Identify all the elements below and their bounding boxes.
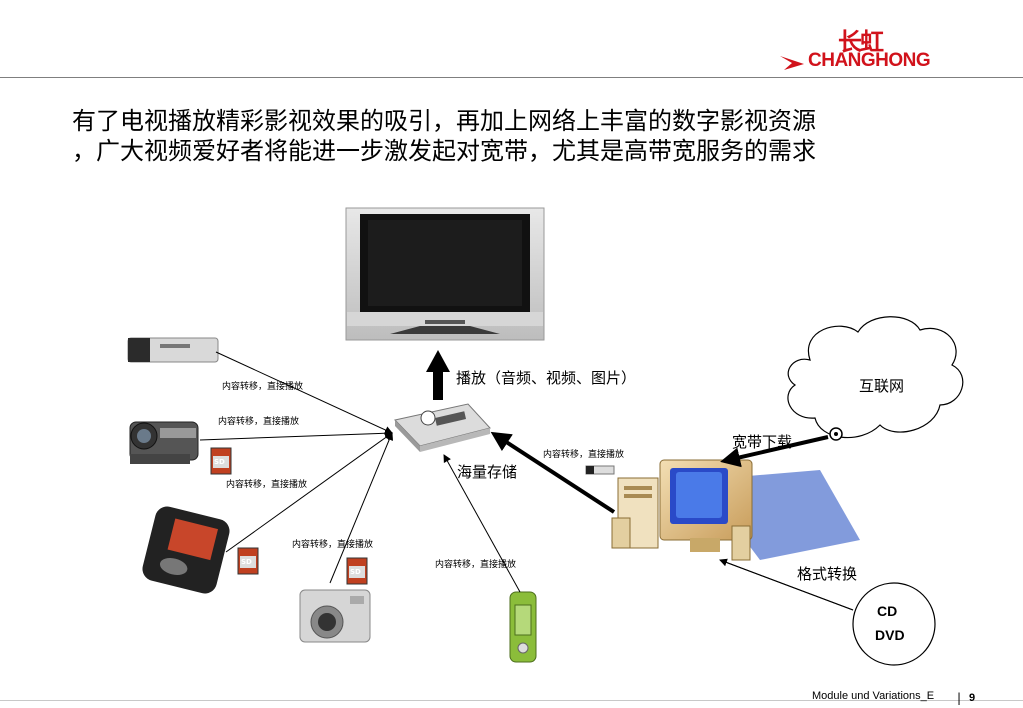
page-number: 9 [969,692,976,704]
arrow-disc-to-pc [719,558,854,611]
transfer-label: 内容转移，直接播放 [218,417,300,427]
transfer-label: 内容转移，直接播放 [226,480,308,490]
disc-label-dvd: DVD [875,627,905,643]
mp3-player-icon [509,591,537,663]
brand-swoosh-icon [780,56,804,70]
transfer-label: 内容转移，直接播放 [435,560,517,570]
media-player-icon [142,506,230,594]
arrow-mp3-to-box [443,454,521,593]
digital-camera-icon [299,589,371,643]
title-line-1: 有了电视播放精彩影视效果的吸引，再加上网络上丰富的数字影视资源 [72,107,816,135]
arrow-camera-to-box [329,432,394,584]
header-divider [0,77,1023,78]
sd-card-label: SD [350,568,361,576]
play-label: 播放（音频、视频、图片） [456,369,637,387]
brand-logo-chinese: 长虹 [838,28,884,56]
sd-card-icon [346,557,368,585]
broadband-label: 宽带下载 [732,433,793,451]
transfer-label: 内容转移，直接播放 [222,382,304,392]
camcorder-icon [129,421,199,464]
desktop-computer-icon [611,459,860,561]
format-conversion-label: 格式转换 [797,565,858,583]
slide-title: 有了电视播放精彩影视效果的吸引，再加上网络上丰富的数字影视资源 ，广大视频爱好者… [72,106,952,166]
brand-logo-english: CHANGHONG [808,50,931,71]
title-line-2: ，广大视频爱好者将能进一步激发起对宽带，尤其是高带宽服务的需求 [72,137,816,165]
sd-card-label: SD [241,558,252,566]
footer-divider [0,700,1023,701]
storage-label: 海量存储 [457,463,518,481]
play-arrow [426,350,450,400]
transfer-arrows [199,351,854,611]
arrow-usb-to-box [215,351,393,434]
usb-drive-icon [127,337,219,363]
arrow-internet-to-pc [720,435,829,468]
footer-text: Module und Variations_E [812,690,935,702]
sd-card-label: SD [214,458,225,466]
arrow-player-to-box [225,432,393,553]
internet-label: 互联网 [859,377,905,395]
transfer-label: 内容转移，直接播放 [292,540,374,550]
arrow-pc-to-box [490,431,616,514]
internet-cloud-icon [787,316,964,439]
disc-circle [852,582,936,666]
media-box-icon [394,403,491,452]
connection-node-dot [834,432,838,436]
disc-label-cd: CD [877,603,898,619]
transfer-label: 内容转移，直接播放 [543,450,625,460]
cable-connector-icon [585,465,615,475]
footer-separator: | [957,691,962,705]
tv-icon [345,207,545,341]
sd-card-icon [237,547,259,575]
arrow-camcorder-to-box [199,429,393,441]
sd-card-icon [210,447,232,475]
